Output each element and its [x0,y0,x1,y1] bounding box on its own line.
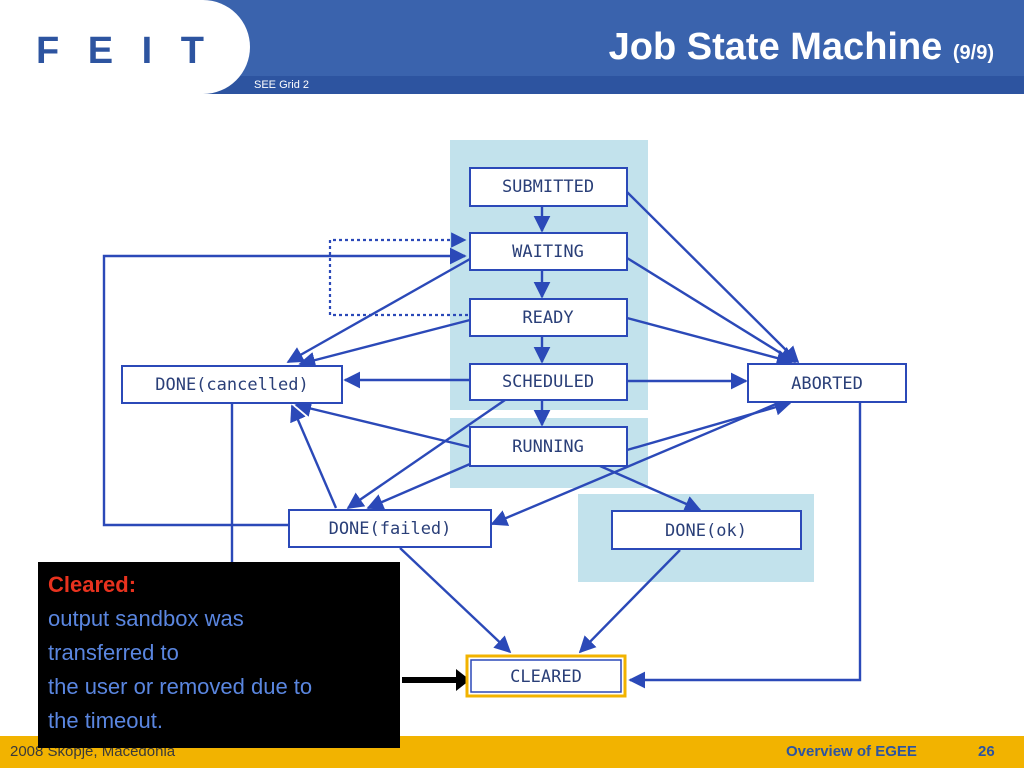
arrow-done-ok-cleared [578,549,681,654]
page-number: 26 [978,743,995,760]
state-scheduled: SCHEDULED [469,363,628,401]
state-done-ok-label: DONE(ok) [665,521,747,541]
arrow-running-cancelled [294,400,471,449]
state-done-failed-label: DONE(failed) [329,519,452,539]
state-waiting-label: WAITING [512,242,584,262]
header-subtitle: SEE Grid 2 [254,79,310,91]
state-scheduled-label: SCHEDULED [502,372,594,392]
callout-body: output sandbox was transferred to the us… [48,606,313,733]
state-running: RUNNING [469,426,628,467]
callout-title: Cleared: [48,572,137,597]
state-aborted: ABORTED [747,363,907,403]
arrow-waiting-aborted [626,256,797,364]
slide-title: Job State Machine (9/9) [609,26,994,69]
arrow-running-failed [366,462,471,510]
state-done-failed: DONE(failed) [288,509,492,548]
slide-title-text: Job State Machine [608,26,943,68]
state-done-cancelled-label: DONE(cancelled) [155,375,309,395]
arrow-scheduled-failed [346,399,506,509]
callout-pointer-head [456,669,470,691]
arrow-waiting-cancelled [286,257,471,364]
arrow-failed-waiting [102,247,467,527]
arrow-submitted-aborted [626,191,800,364]
arrow-failed-cleared [399,547,512,654]
arrow-ready-cancelled [298,318,471,369]
state-ready-label: READY [522,308,573,328]
feit-logo: F E I T [36,30,213,72]
header-band [0,76,1024,94]
state-running-label: RUNNING [512,437,584,457]
state-done-ok: DONE(ok) [611,510,802,550]
arrow-ready-waiting-dotted [328,232,468,317]
state-cleared-label: CLEARED [510,667,582,687]
arrow-failed-cancelled [290,404,338,509]
state-submitted: SUBMITTED [469,167,628,207]
arrow-aborted-cleared [628,402,862,689]
slide-title-counter: (9/9) [952,42,994,64]
footer-presentation-title: Overview of EGEE [786,743,917,760]
arrow-ready-aborted [626,316,794,367]
arrow-running-aborted [626,399,792,452]
transition-arrows [102,191,862,689]
state-submitted-label: SUBMITTED [502,177,594,197]
state-waiting: WAITING [469,232,628,271]
cleared-callout: Cleared: output sandbox was transferred … [38,562,400,748]
arrow-aborted-failed [490,402,777,526]
state-done-cancelled: DONE(cancelled) [121,365,343,404]
state-ready: READY [469,298,628,337]
arrow-running-done-ok [599,464,702,512]
state-aborted-label: ABORTED [791,374,863,394]
logo-panel: F E I T [0,0,250,94]
state-cleared: CLEARED [465,654,627,698]
